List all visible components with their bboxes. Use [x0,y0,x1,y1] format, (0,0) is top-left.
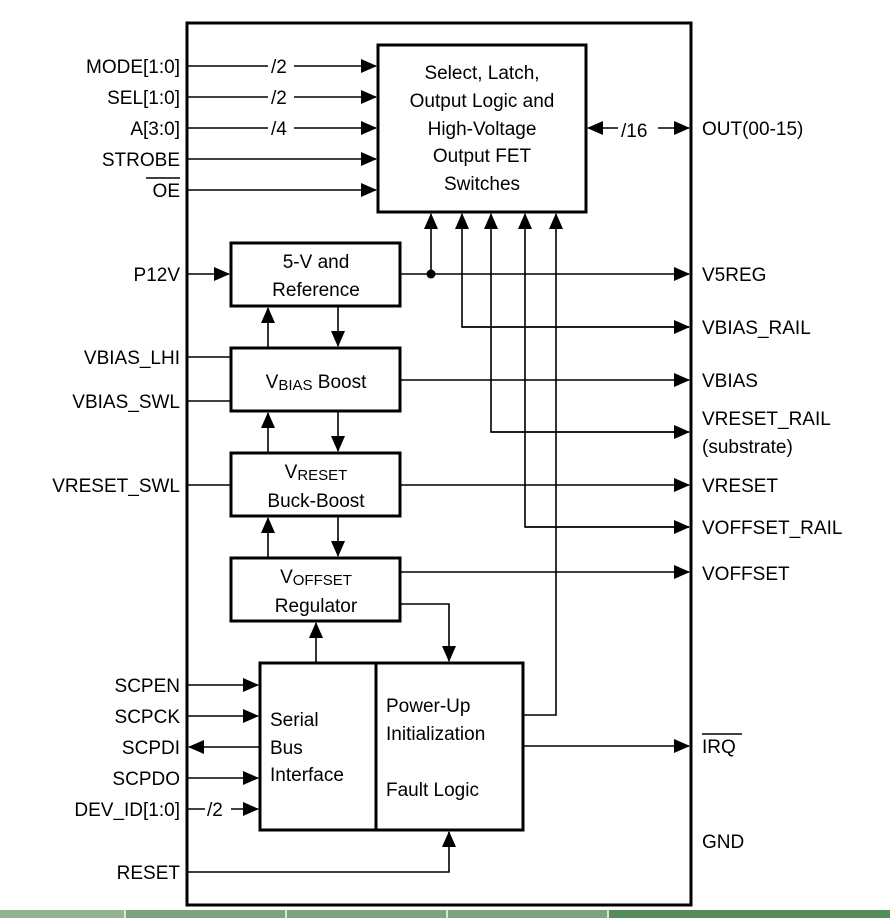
output-logic-line: Switches [444,174,520,195]
reference-line: 5-V and [283,252,350,273]
pin-sel: SEL[1:0] [107,88,180,109]
pin-vreset: VRESET [702,476,778,497]
powerup-line: Initialization [386,724,485,745]
bus-width-a: /4 [271,119,287,140]
power-up-fault-logic-block: Power-Up Initialization Fault Logic [374,661,525,832]
powerup-line: Power-Up [386,696,470,717]
pin-vbias-swl: VBIAS_SWL [72,392,180,413]
pin-voffset: VOFFSET [702,564,790,585]
bus-width-dev-id: /2 [207,800,223,821]
strip-tab[interactable] [0,910,126,918]
vreset-line2: Buck-Boost [267,491,365,512]
pin-p12v: P12V [134,265,181,286]
serial-bus-interface-block: Serial Bus Interface [258,661,378,832]
pin-vbias: VBIAS [702,371,758,392]
pin-scpdi: SCPDI [122,738,180,759]
pin-vbias-rail: VBIAS_RAIL [702,318,811,339]
pin-vbias-lhi: VBIAS_LHI [84,348,180,369]
voffset-line2: Regulator [275,596,358,617]
vbias-boost-label: VBIAS Boost [266,372,367,394]
strip-tab[interactable] [287,910,448,918]
pin-scpen: SCPEN [115,676,180,697]
output-logic-line: Select, Latch, [424,63,539,84]
strip-tab[interactable] [126,910,287,918]
pin-gnd: GND [702,832,744,853]
serial-line: Interface [270,765,344,786]
output-logic-line: High-Voltage [428,119,537,140]
output-pin-labels: OUT(00-15) V5REG VBIAS_RAIL VBIAS VRESET… [702,119,842,853]
pin-dev-id: DEV_ID[1:0] [74,800,180,821]
pin-strobe: STROBE [102,150,180,171]
strip-tab[interactable] [448,910,609,918]
output-logic-line: Output Logic and [410,91,555,112]
pin-v5reg: V5REG [702,265,766,286]
bus-width-sel: /2 [271,88,287,109]
powerup-line: Fault Logic [386,780,479,801]
pin-vreset-swl: VRESET_SWL [52,476,180,497]
pin-out: OUT(00-15) [702,119,803,140]
pin-voffset-rail: VOFFSET_RAIL [702,518,842,539]
pin-irq: IRQ [702,737,736,758]
bus-width-out: /16 [621,121,647,142]
voffset-label: VOFFSET [280,567,352,589]
output-logic-block: Select, Latch, Output Logic and High-Vol… [376,43,588,214]
reference-block: 5-V and Reference [229,241,402,308]
input-pin-labels: MODE[1:0] SEL[1:0] A[3:0] STROBE OE P12V… [52,57,180,884]
bus-width-labels: /2 /2 /4 /16 /2 [205,55,658,821]
voffset-regulator-block: VOFFSET Regulator [229,556,402,623]
pin-scpck: SCPCK [115,707,181,728]
pin-substrate-note: (substrate) [702,437,793,458]
serial-line: Serial [270,710,319,731]
bus-width-mode: /2 [271,57,287,78]
bottom-tab-strip [0,910,890,918]
pin-reset: RESET [117,863,181,884]
vreset-buck-boost-block: VRESET Buck-Boost [229,451,402,518]
pin-a: A[3:0] [130,119,180,140]
vbias-boost-block: VBIAS Boost [229,346,402,413]
pin-vreset-rail: VRESET_RAIL [702,409,831,430]
chip-outline [185,21,693,907]
pin-oe: OE [153,181,180,202]
reference-line: Reference [272,280,360,301]
pin-mode: MODE[1:0] [86,57,180,78]
output-logic-line: Output FET [433,146,532,167]
vreset-label: VRESET [285,462,348,484]
serial-line: Bus [270,738,303,759]
pin-scpdo: SCPDO [112,769,180,790]
wires [187,59,690,873]
